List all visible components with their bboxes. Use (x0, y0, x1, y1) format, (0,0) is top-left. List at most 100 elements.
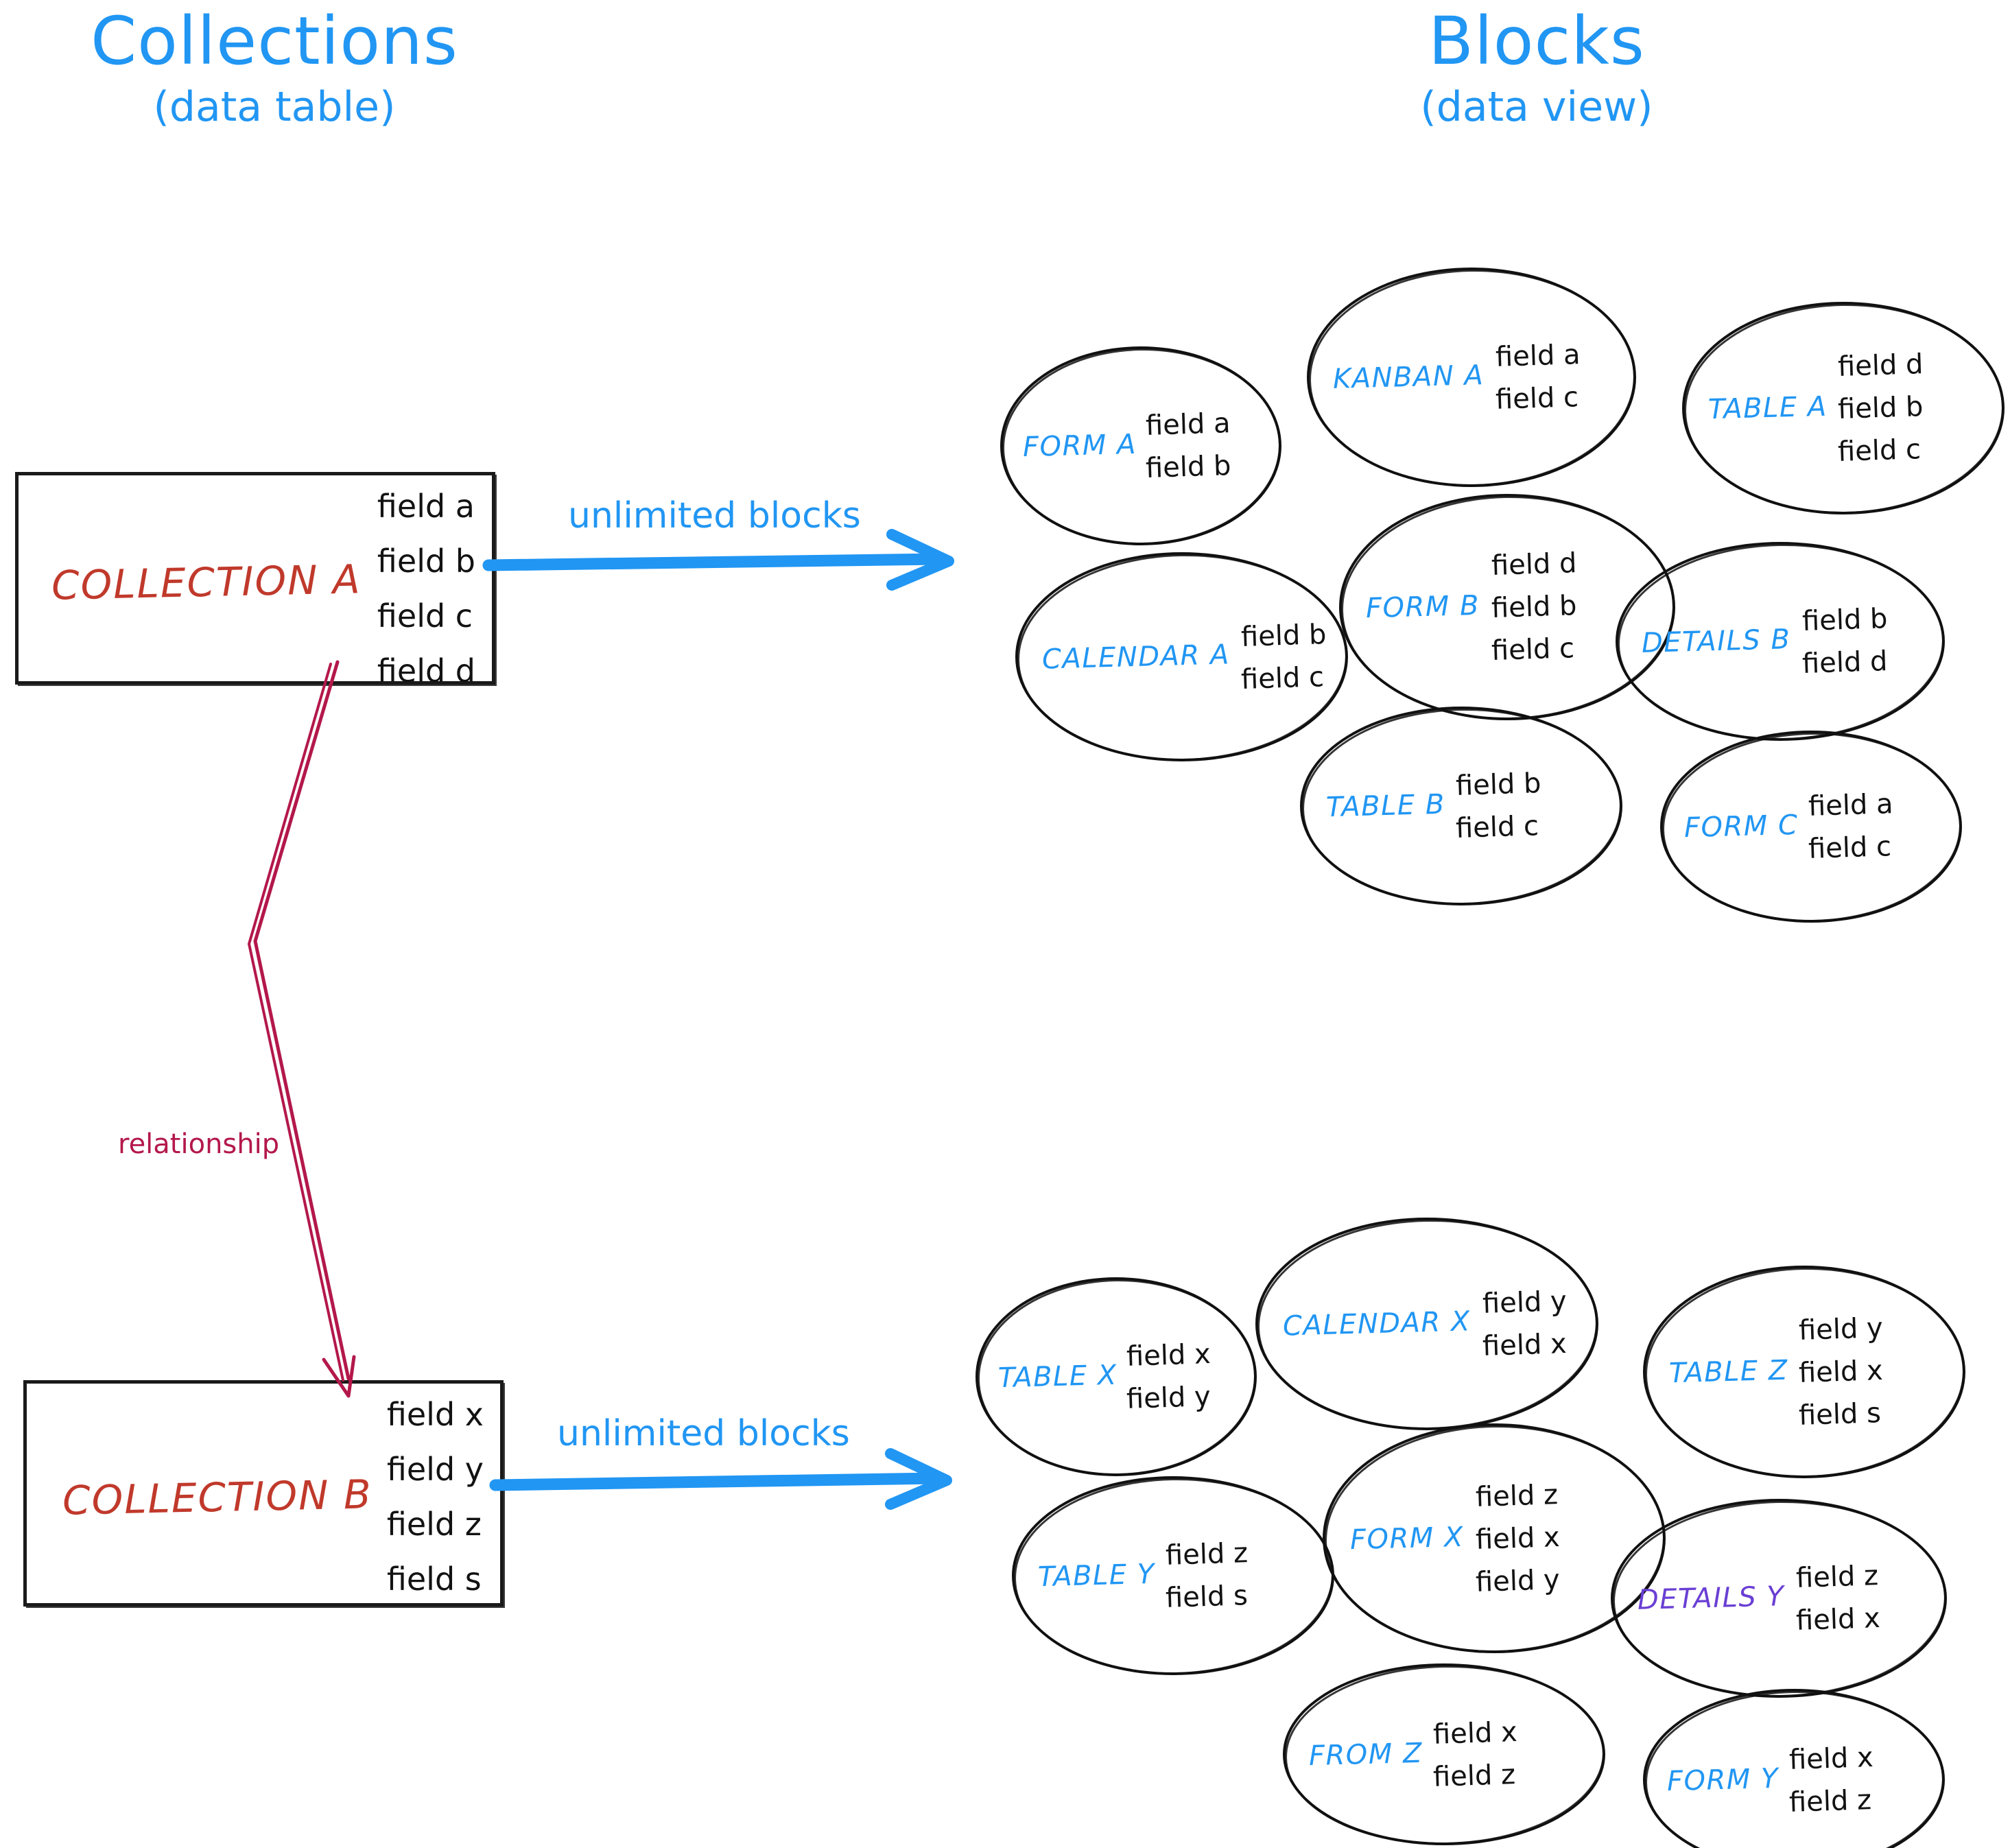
block-field: field y (1126, 1381, 1211, 1415)
block-label: TABLE X (997, 1359, 1118, 1395)
block-fields: field d field b field c (1837, 348, 1924, 468)
block-field: field b (1455, 768, 1542, 802)
collections-header: Collections (data table) (69, 7, 480, 129)
block-label: TABLE A (1707, 390, 1828, 426)
ellipse-outline (1307, 268, 1636, 487)
block-fields: field y field x field s (1798, 1312, 1884, 1432)
relationship-label: relationship (118, 1128, 280, 1160)
block-fields: field x field z (1432, 1716, 1518, 1793)
block-field: field z (1432, 1758, 1517, 1793)
block-fields: field x field z (1788, 1741, 1874, 1819)
ellipse-outline (1300, 707, 1622, 905)
block-field: field x (1795, 1602, 1881, 1637)
ellipse-outline (1255, 1218, 1598, 1430)
collection-a-field: field d (377, 652, 475, 689)
ellipse-outline (1660, 731, 1962, 923)
block-field: field a (1145, 407, 1231, 442)
collection-a-field: field c (377, 597, 473, 635)
block-field: field c (1240, 661, 1325, 696)
block-fields: field a field c (1495, 339, 1581, 416)
block-label: CALENDAR A (1041, 638, 1231, 676)
block-label: TABLE Z (1668, 1354, 1788, 1390)
ellipse-outline (1643, 1689, 1945, 1848)
block-field: field b (1490, 590, 1577, 624)
block-field: field x (1481, 1328, 1568, 1362)
block-form-c[interactable]: FORM C field a field c (1660, 729, 1963, 925)
block-label: TABLE Y (1037, 1558, 1155, 1594)
block-field: field c (1495, 381, 1579, 416)
block-field: field x (1432, 1716, 1518, 1751)
block-fields: field a field c (1808, 788, 1894, 865)
collections-title: Collections (91, 3, 458, 80)
block-form-a[interactable]: FORM A field a field b (1000, 346, 1283, 547)
block-field: field y (1481, 1286, 1568, 1320)
block-label: DETAILS B (1641, 624, 1792, 659)
block-field: field d (1837, 348, 1924, 383)
ellipse-outline (1000, 346, 1281, 545)
block-field: field a (1808, 788, 1894, 822)
block-fields: field x field y (1126, 1338, 1211, 1415)
block-field: field b (1145, 450, 1232, 484)
unlimited-blocks-label-top: unlimited blocks (568, 495, 861, 536)
block-calendar-x[interactable]: CALENDAR X field y field x (1255, 1216, 1600, 1433)
block-fields: field b field d (1801, 603, 1888, 680)
block-field: field c (1490, 632, 1575, 667)
block-field: field c (1808, 831, 1893, 865)
block-field: field z (1795, 1560, 1879, 1594)
block-form-y[interactable]: FORM Y field x field z (1643, 1687, 1946, 1848)
block-field: field s (1165, 1580, 1249, 1614)
block-field: field x (1798, 1355, 1884, 1389)
block-fields: field b field c (1455, 768, 1542, 844)
block-label: CALENDAR X (1282, 1305, 1471, 1342)
ellipse-outline (976, 1277, 1257, 1476)
block-field: field d (1801, 645, 1888, 680)
block-label: TABLE B (1325, 788, 1445, 824)
block-calendar-a[interactable]: CALENDAR A field b field c (1015, 551, 1349, 764)
block-field: field z (1475, 1478, 1559, 1513)
collections-subtitle: (data table) (153, 82, 396, 131)
blocks-subtitle: (data view) (1420, 82, 1653, 131)
block-fields: field a field b (1145, 407, 1232, 484)
block-table-x[interactable]: TABLE X field x field y (976, 1277, 1258, 1478)
block-kanban-a[interactable]: KANBAN A field a field c (1307, 266, 1637, 490)
unlimited-blocks-label-bottom: unlimited blocks (557, 1413, 850, 1454)
relationship-connector (248, 660, 356, 1398)
collection-b-box[interactable]: COLLECTION B field x field y field z fie… (23, 1380, 504, 1607)
block-field: field b (1801, 603, 1888, 637)
collection-a-field: field b (377, 543, 475, 580)
block-label: FORM Y (1666, 1762, 1780, 1797)
block-field: field y (1798, 1312, 1884, 1347)
collection-b-name: COLLECTION B (62, 1471, 373, 1524)
block-field: field y (1475, 1563, 1561, 1598)
block-field: field z (1788, 1784, 1872, 1819)
ellipse-outline (1682, 302, 2005, 514)
block-fields: field b field c (1240, 619, 1327, 696)
block-fields: field d field b field c (1490, 547, 1577, 667)
block-fields: field z field x (1795, 1560, 1881, 1637)
block-from-z[interactable]: FROM Z field x field z (1283, 1662, 1607, 1848)
collection-b-field: field y (386, 1451, 484, 1488)
block-table-b[interactable]: TABLE B field b field c (1300, 705, 1624, 908)
block-table-z[interactable]: TABLE Z field y field x field s (1643, 1264, 1967, 1481)
collection-a-box[interactable]: COLLECTION A field a field b field c fie… (15, 472, 495, 689)
collection-a-field: field a (377, 488, 475, 525)
block-table-y[interactable]: TABLE Y field z field s (1012, 1475, 1336, 1678)
block-form-x[interactable]: FORM X field z field x field y (1322, 1422, 1668, 1656)
block-field: field x (1788, 1741, 1874, 1776)
block-field: field c (1455, 810, 1539, 844)
block-field: field x (1475, 1521, 1561, 1556)
block-field: field z (1165, 1537, 1249, 1572)
collection-a-fields: field a field b field c field d (377, 488, 475, 707)
block-label: FORM B (1365, 589, 1480, 625)
block-label: FORM C (1683, 809, 1799, 844)
block-field: field b (1837, 391, 1924, 425)
collection-a-name: COLLECTION A (51, 556, 362, 609)
unlimited-blocks-arrow-top (482, 529, 954, 591)
collection-b-fields: field x field y field z field s (387, 1396, 484, 1615)
block-fields: field z field x field y (1475, 1478, 1561, 1598)
collection-b-field: field s (386, 1561, 482, 1598)
block-table-a[interactable]: TABLE A field d field b field c (1682, 300, 2006, 517)
block-label: DETAILS Y (1637, 1580, 1786, 1616)
block-label: FORM A (1022, 428, 1137, 464)
